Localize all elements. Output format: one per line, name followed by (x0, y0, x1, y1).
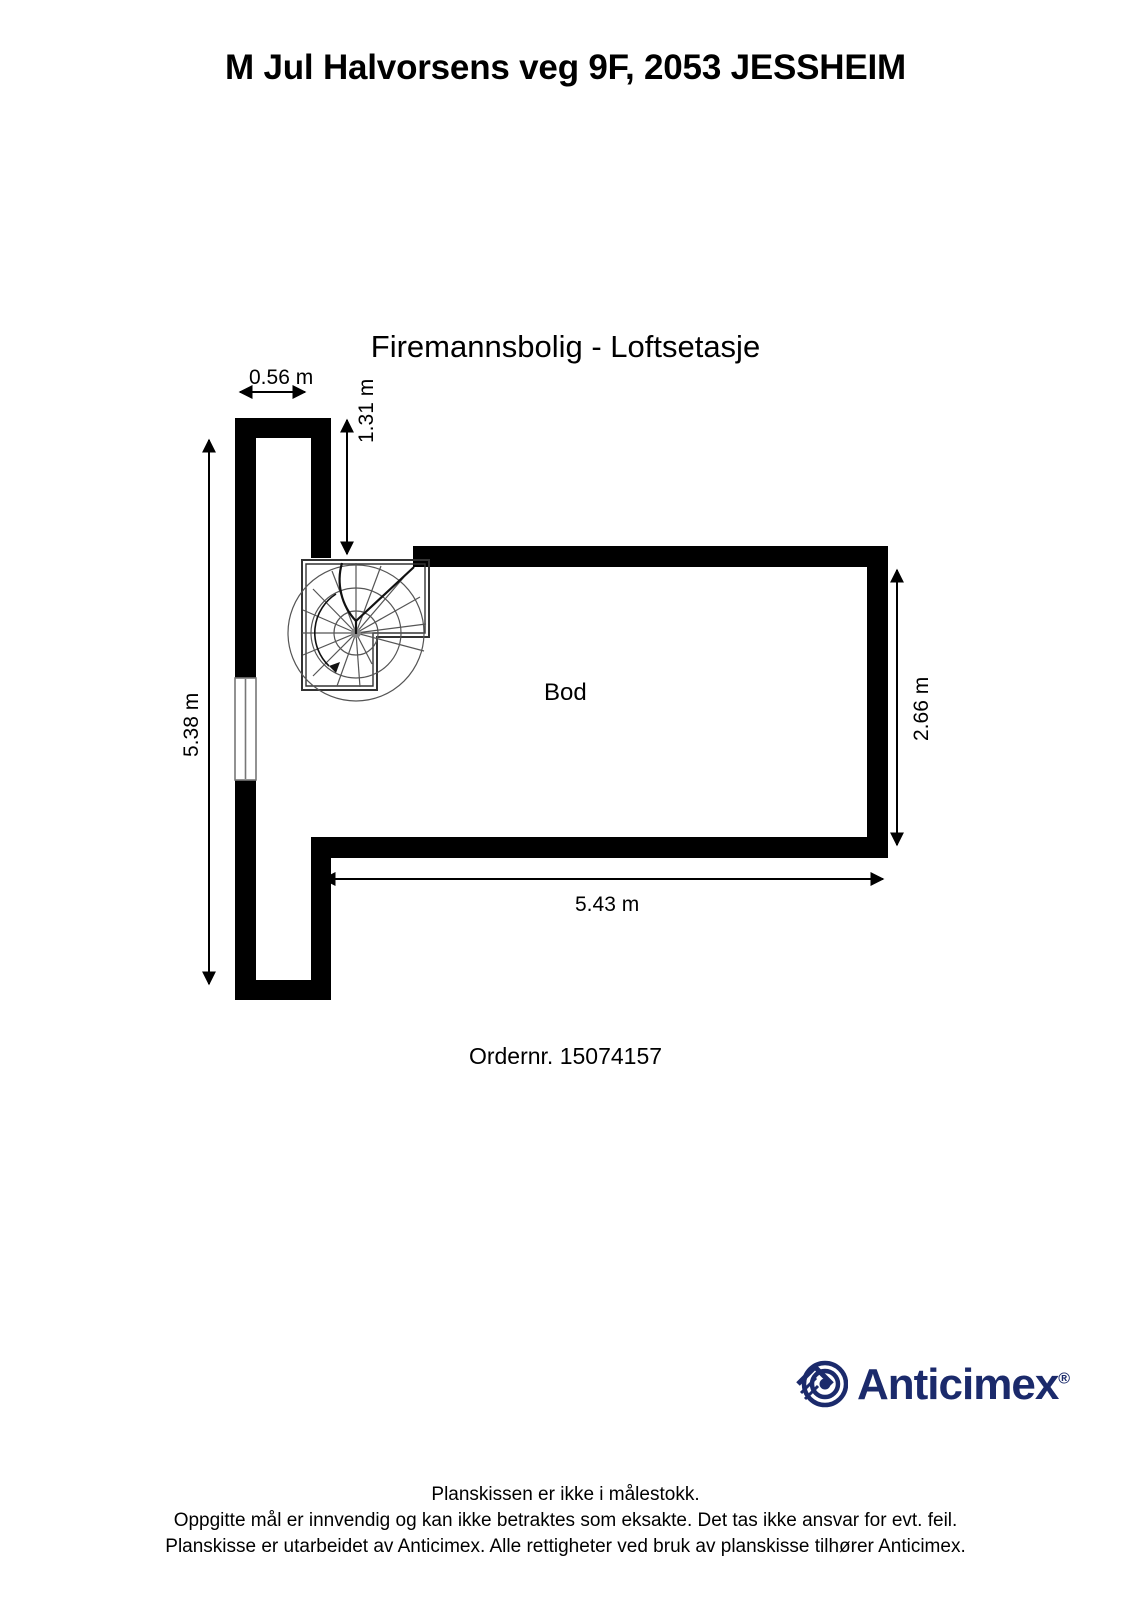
page-title: M Jul Halvorsens veg 9F, 2053 JESSHEIM (224, 48, 907, 87)
dimension-label-2-66: 2.66 m (910, 676, 933, 741)
order-number: Ordernr. 15074157 (468, 1043, 663, 1069)
footer-line-1: Planskissen er ikke i målestokk. (431, 1484, 700, 1505)
footer-line-2: Oppgitte mål er innvendig og kan ikke be… (173, 1510, 958, 1531)
anticimex-name: Anticimex (857, 1359, 1059, 1409)
dimension-label-0-56: 0.56 m (249, 366, 314, 389)
registered-trademark-icon: ® (1058, 1369, 1070, 1387)
dimension-label-1-31: 1.31 m (355, 378, 378, 443)
dimension-label-5-43: 5.43 m (575, 893, 640, 916)
anticimex-spiral-house-icon (796, 1356, 849, 1413)
floorplan-heading: Firemannsbolig - Loftsetasje (370, 329, 761, 364)
staircase-spiral (287, 559, 430, 702)
anticimex-logo: Anticimex® (796, 1356, 1070, 1413)
footer-line-3: Planskisse er utarbeidet av Anticimex. A… (165, 1536, 966, 1557)
footer-disclaimer: Planskissen er ikke i målestokk. Oppgitt… (0, 1482, 1131, 1560)
dimension-label-5-38: 5.38 m (180, 692, 203, 757)
window-left-wall (234, 677, 257, 781)
room-label-bod: Bod (544, 679, 587, 706)
anticimex-wordmark: Anticimex® (857, 1359, 1070, 1409)
wall-group (235, 418, 888, 1000)
